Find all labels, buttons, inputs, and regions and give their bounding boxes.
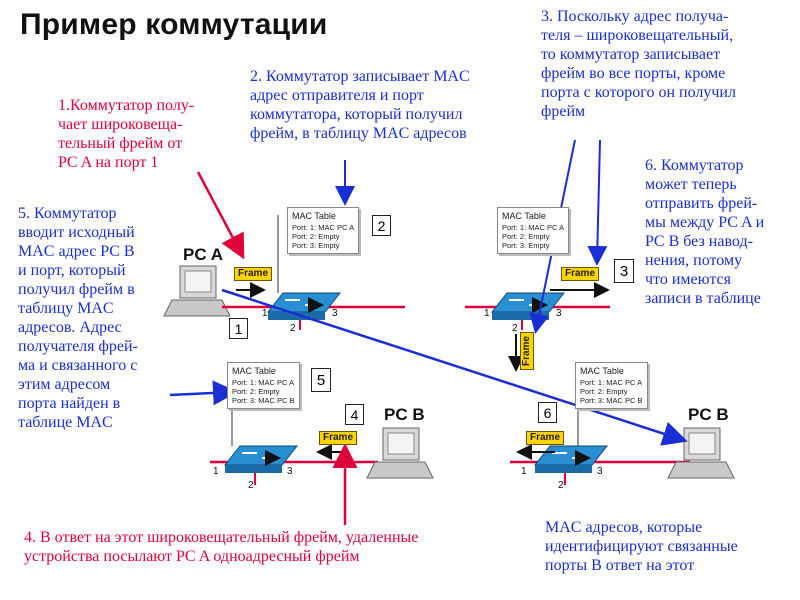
- mac-table-row: Port: 3: Empty: [502, 241, 550, 250]
- mac-table-row: Port: 3: MAC PC B: [232, 396, 295, 405]
- port-number: 3: [556, 308, 562, 319]
- mac-table-row: Port: 2: Empty: [232, 387, 280, 396]
- step-number-badge: 5: [311, 368, 331, 392]
- pc-b-label: PC B: [384, 405, 425, 424]
- mac-table-row: Port: 2: Empty: [580, 387, 628, 396]
- mac-table-row: Port: 1: MAC PC A: [502, 223, 565, 232]
- note-3-pointer-arrow: [587, 139, 608, 266]
- step-number-badge: 4: [345, 404, 364, 425]
- mac-table: MAC Table Port: 1: MAC PC A Port: 2: Emp…: [227, 362, 300, 409]
- switch-icon: [223, 446, 299, 473]
- mac-table: MAC Table Port: 1: MAC PC A Port: 2: Emp…: [287, 207, 360, 254]
- port-number: 1: [484, 308, 490, 319]
- port-number: 1: [213, 466, 219, 477]
- note-step-3: 3. Поскольку адрес получа- теля – широко…: [541, 8, 736, 120]
- mac-table-row: Port: 1: MAC PC A: [580, 378, 643, 387]
- step-number-badge: 1: [229, 318, 248, 339]
- switch-icon: [533, 446, 609, 473]
- note-step-6: 6. Коммутатор может теперь отправить фре…: [645, 157, 765, 307]
- mac-table-row: Port: 2: Empty: [502, 232, 550, 241]
- mac-table-row: Port: 1: MAC PC A: [232, 378, 295, 387]
- frame-label: Frame: [520, 332, 534, 371]
- mac-table-header: MAC Table: [292, 211, 336, 221]
- port-number: 1: [521, 466, 527, 477]
- note-6-pointer-arrow: [221, 288, 688, 446]
- port-number: 3: [332, 308, 338, 319]
- frame-label: Frame: [234, 267, 273, 281]
- mac-table: MAC Table Port: 1: MAC PC A Port: 2: Emp…: [575, 362, 648, 409]
- note-step-4: 4. В ответ на этот широковещательный фре…: [24, 529, 419, 565]
- note-step-1: 1.Коммутатор полу- чает широковеща- тель…: [58, 97, 195, 171]
- mac-table-row: Port: 3: Empty: [292, 241, 340, 250]
- step-number-badge: 6: [538, 402, 557, 423]
- page-title: Пример коммутации: [20, 8, 328, 41]
- port-number: 2: [558, 480, 564, 491]
- mac-table-header: MAC Table: [580, 366, 624, 376]
- note-1-pointer-arrow: [196, 171, 245, 260]
- port-number: 3: [597, 466, 603, 477]
- port-number: 2: [290, 323, 296, 334]
- port-number: 2: [512, 323, 518, 334]
- mac-table-row: Port: 2: Empty: [292, 232, 340, 241]
- note-step-5: 5. Коммутатор вводит исходный MAC адрес …: [18, 205, 138, 431]
- frame-label: Frame: [526, 431, 565, 445]
- note-5-pointer-arrow: [169, 380, 238, 406]
- mac-table-row: Port: 3: MAC PC B: [580, 396, 643, 405]
- port-number: 2: [248, 480, 254, 491]
- pc-b-computer: [667, 427, 735, 479]
- mac-table: MAC Table Port: 1: MAC PC A Port: 2: Emp…: [497, 207, 570, 254]
- step-number-badge: 2: [372, 215, 391, 236]
- note-step-2: 2. Коммутатор записывает MAC адрес отпра…: [250, 68, 470, 142]
- mac-table-header: MAC Table: [232, 366, 276, 376]
- note-step-6-continued: MAC адресов, которые идентифицируют связ…: [545, 519, 738, 574]
- pc-b-label: PC B: [688, 405, 729, 424]
- port-number: 3: [287, 466, 293, 477]
- pc-a-computer: [163, 265, 231, 317]
- pc-b-computer: [366, 427, 434, 479]
- frame-label: Frame: [319, 431, 358, 445]
- step-number-badge: 3: [614, 259, 634, 283]
- switch-icon: [490, 293, 566, 320]
- pc-a-label: PC A: [183, 245, 223, 264]
- mac-table-header: MAC Table: [502, 211, 546, 221]
- mac-table-row: Port: 1: MAC PC A: [292, 223, 355, 232]
- port-number: 1: [262, 308, 268, 319]
- frame-label: Frame: [561, 267, 600, 281]
